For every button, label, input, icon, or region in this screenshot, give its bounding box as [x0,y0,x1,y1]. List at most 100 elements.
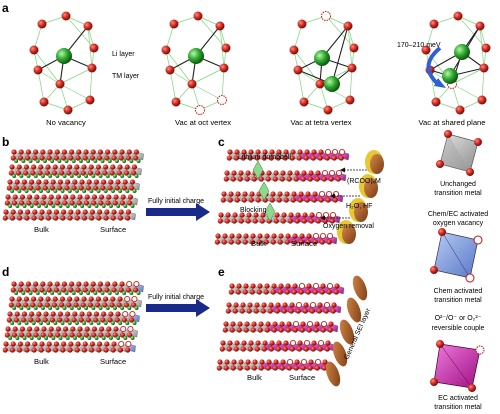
lithium-dumbbell [264,202,276,222]
oxygen-atom [305,239,311,245]
oxygen-atom [119,149,125,155]
oxygen-atom [93,311,99,317]
oxygen-atom [243,233,249,239]
tm-layer-label: TM layer [112,73,140,80]
cluster-edge [191,83,223,101]
oxygen-atom [12,194,18,200]
oxygen-atom [122,179,128,185]
oxygen-atom [65,311,71,317]
lithium-atom [98,306,103,310]
oxygen-atom [73,302,79,308]
lithium-atom [19,306,24,310]
panel-b-bulk-label: Bulk [34,225,49,234]
oxygen-atom [97,281,103,287]
lithium-atom [103,321,108,325]
lithium-atom [136,159,141,163]
lithium-atom [116,336,121,340]
oxygen-atom [265,321,271,327]
oxygen-atom [61,149,67,155]
oxygen-atom [82,155,88,161]
oxygen-vacancy [306,320,314,328]
oxygen-atom [91,194,97,200]
oxygen-atom [11,200,18,206]
oxygen-atom [225,212,231,218]
cluster-edge [297,69,305,103]
bond [331,25,349,85]
oxygen-atom [70,326,76,332]
panel-letter-d: d [2,265,9,279]
oxygen-vacancy [318,190,326,198]
oxygen-atom [72,179,78,185]
oxygen-atom [23,164,29,170]
oxygen-atom [38,164,44,170]
oxygen-atom [91,326,97,332]
oxygen-atom [54,149,60,155]
oxygen-atom [110,215,116,221]
oxygen-atom [69,281,75,287]
oxygen-atom [292,327,298,333]
oxygen-atom [271,283,277,289]
oxygen-atom [310,346,316,352]
lithium-atom [58,336,63,340]
oxygen-atom [290,197,296,203]
oxygen-atom [277,191,283,197]
legend-couple-line2: reversible couple [432,325,485,332]
lithium-atom [53,321,58,325]
oxygen-vacancy [292,320,300,328]
oxygen-atom [63,326,69,332]
oxygen-atom [226,346,232,352]
oxygen-atom [293,365,299,371]
lithium-atom [127,306,132,310]
oxygen-atom [244,176,250,182]
oxygen-atom [55,326,62,332]
oxygen-atom [47,332,54,338]
oxygen-atom [237,321,243,327]
lithium-atom [50,159,55,163]
oxygen-atom [67,296,73,302]
oxygen-atom [302,308,308,314]
oxygen-atom [105,200,111,206]
oxygen-atom [280,359,286,365]
lithium-atom [46,189,51,193]
oxygen-atom [329,218,335,224]
oxygen-atom [14,311,20,317]
oxygen-atom [240,302,246,308]
oxygen-atom [264,233,270,239]
oxygen-atom [287,170,293,176]
oxygen-atom [238,218,244,224]
oxygen-atom [299,327,305,333]
caption-no-vacancy: No vacancy [46,118,86,127]
oxygen-atom [74,215,80,221]
oxygen-atom [5,326,11,332]
panel-e-sei-layer [325,275,368,387]
lithium-atom [134,306,139,310]
oxygen-atom [78,317,84,323]
oxygen-atom [84,326,90,332]
oxygen-atom [315,79,325,89]
oxygen-atom [120,194,126,200]
oxygen-atom [275,155,281,161]
lithium-atom [122,291,127,295]
oxygen-atom [254,155,260,161]
oxygen-atom [264,283,270,289]
oxygen-atom [100,185,106,191]
oxygen-atom [246,308,252,314]
oxygen-atom [245,218,251,224]
lithium-atom [15,204,20,208]
sei-segment [325,361,341,387]
oxygen-atom [70,194,76,200]
oxygen-atom [99,194,105,200]
oxygen-atom [108,311,114,317]
oxygen-atom [293,176,299,182]
lithium-atom [60,189,65,193]
oxygen-atom [93,317,99,323]
oxygen-atom [328,321,334,327]
oxygen-atom [31,215,37,221]
lithium-atom [35,159,40,163]
oxygen-atom [89,341,95,347]
oxygen-atom [48,326,54,332]
oxygen-atom [266,170,272,176]
lithium-atom [125,189,130,193]
oxygen-atom [21,185,27,191]
oxygen-atom [265,176,271,182]
